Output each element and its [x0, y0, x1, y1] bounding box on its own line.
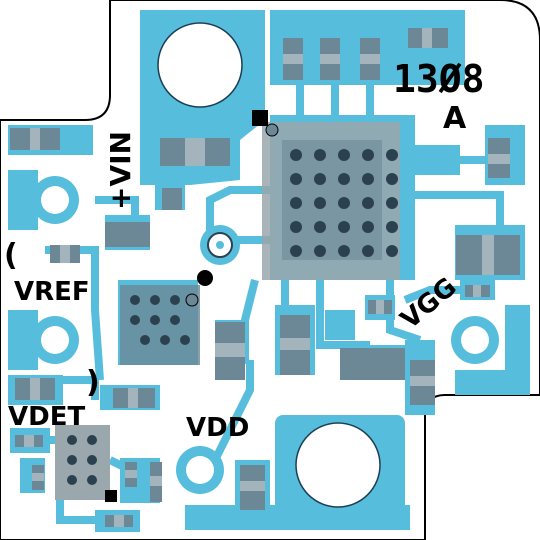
cap-c6: [105, 222, 150, 247]
vin-label: +VIN: [104, 131, 137, 210]
mounting-holes: [157, 22, 381, 508]
res-r12: [105, 515, 133, 527]
via: [362, 149, 374, 161]
revision-label: A: [443, 101, 467, 136]
via: [362, 245, 374, 257]
cap-c3: [360, 38, 380, 80]
vref-label: VREF: [14, 277, 90, 307]
via: [150, 295, 160, 305]
part-number-label: 13Ø8: [393, 57, 485, 101]
via: [338, 173, 350, 185]
via: [386, 245, 398, 257]
via: [338, 221, 350, 233]
paren-right-mark: ): [86, 365, 100, 400]
via: [180, 335, 190, 345]
via: [130, 315, 140, 325]
cap-c1: [283, 38, 303, 80]
via: [170, 295, 180, 305]
mounting-hole-top: [157, 22, 243, 108]
res-r6: [368, 300, 392, 314]
coax-testpoint: [200, 225, 240, 265]
via: [362, 221, 374, 233]
vdet-label: VDET: [8, 402, 85, 432]
via: [338, 197, 350, 209]
secondary-ic-vias: [130, 295, 190, 345]
via: [314, 221, 326, 233]
via: [290, 197, 302, 209]
main-ic-vias: [290, 149, 398, 257]
via: [130, 295, 140, 305]
cap-c9: [410, 360, 435, 405]
via: [362, 197, 374, 209]
cap-c12: [113, 388, 155, 408]
mounting-hole-bottom: [295, 422, 381, 508]
res-r9: [32, 465, 44, 490]
via: [314, 149, 326, 161]
cap-c5: [162, 188, 182, 210]
via: [314, 197, 326, 209]
cap-c11: [488, 138, 510, 178]
via: [314, 173, 326, 185]
res-r4: [215, 322, 245, 380]
via: [160, 335, 170, 345]
smd-components: [10, 28, 520, 527]
via: [338, 149, 350, 161]
main-ic: [252, 110, 400, 280]
small-ic: [55, 425, 117, 502]
cap-c13: [240, 465, 265, 510]
via: [386, 173, 398, 185]
res-r11: [150, 462, 162, 502]
via: [150, 315, 160, 325]
cap-c7: [15, 378, 55, 400]
via: [362, 173, 374, 185]
res-r1: [160, 138, 230, 166]
res-r8: [15, 435, 43, 447]
via: [386, 221, 398, 233]
round-pad-holes: [41, 186, 489, 484]
via: [386, 197, 398, 209]
via: [386, 149, 398, 161]
res-r10: [125, 462, 137, 487]
paren-left-mark: (: [4, 238, 18, 273]
via: [338, 245, 350, 257]
res-r7: [465, 285, 490, 297]
via: [290, 173, 302, 185]
via: [290, 245, 302, 257]
res-r2: [10, 128, 60, 150]
via: [140, 335, 150, 345]
cap-c8: [340, 348, 405, 380]
via: [290, 221, 302, 233]
res-r3: [50, 245, 80, 263]
res-r5: [280, 315, 310, 375]
via: [170, 315, 180, 325]
vdd-label: VDD: [186, 413, 249, 443]
cap-c4: [408, 28, 448, 48]
via: [290, 149, 302, 161]
cap-c2: [320, 38, 340, 80]
cap-c10: [456, 235, 520, 275]
via: [314, 245, 326, 257]
